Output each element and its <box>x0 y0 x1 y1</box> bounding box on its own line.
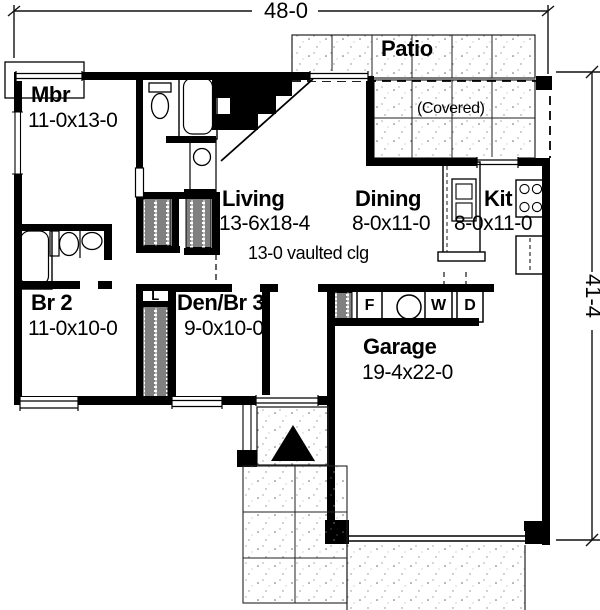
front-door <box>256 395 318 406</box>
fireplace-icon <box>212 78 314 162</box>
washer-label: W <box>430 297 447 314</box>
room-size-kitchen: 8-0x11-0 <box>454 212 533 235</box>
freezer-label: F <box>364 297 375 314</box>
peninsula-counter <box>437 161 486 262</box>
room-label-mbr: Mbr <box>31 82 71 107</box>
patio-tiles <box>291 34 552 159</box>
room-label-br2: Br 2 <box>31 290 73 315</box>
range-icon <box>515 179 546 218</box>
garage-door <box>349 531 525 544</box>
room-label-den: Den/Br 3 <box>177 290 265 315</box>
height-dimension-label: 41-4 <box>581 274 600 319</box>
toilet-icon <box>49 230 80 257</box>
patio-covered-note: (Covered) <box>417 100 485 117</box>
room-size-den: 9-0x10-0 <box>184 317 264 340</box>
linen-closet-label: L <box>151 288 159 303</box>
closet-shelving <box>142 198 353 398</box>
room-size-br2: 11-0x10-0 <box>28 317 118 340</box>
room-size-living: 13-6x18-4 <box>219 212 310 235</box>
counter <box>515 235 546 275</box>
dryer-label: D <box>464 297 476 314</box>
laundry-appliances <box>356 272 484 323</box>
ceiling-note: 13-0 vaulted clg <box>248 243 369 263</box>
entry-area <box>237 404 329 467</box>
patio-post <box>536 76 552 90</box>
toilet-icon <box>148 82 172 120</box>
freezer-box <box>356 290 383 323</box>
driveway <box>346 544 526 610</box>
hall-bath-fixtures <box>16 226 103 290</box>
porch-post <box>237 450 257 467</box>
master-bath-fixtures <box>148 72 218 194</box>
room-label-kitchen: Kit <box>484 186 513 211</box>
walkway <box>242 465 348 604</box>
washer-box <box>424 290 453 323</box>
room-size-garage: 19-4x22-0 <box>362 361 453 384</box>
bay-window <box>4 61 85 99</box>
dryer-box <box>456 290 484 323</box>
bathtub-icon <box>16 226 53 290</box>
dimension-lines <box>7 5 600 547</box>
room-size-mbr: 11-0x13-0 <box>28 109 118 132</box>
water-heater-icon <box>396 294 422 320</box>
interior-walls <box>14 76 494 404</box>
entry-marker-icon <box>271 425 315 461</box>
sink-icon <box>79 227 103 258</box>
mbr-door <box>134 167 145 198</box>
width-dimension-label: 48-0 <box>263 0 309 23</box>
room-label-patio: Patio <box>381 36 433 61</box>
windows <box>4 61 519 411</box>
room-label-dining: Dining <box>355 186 422 211</box>
kitchen-sink-icon <box>451 178 477 222</box>
sink-icon <box>189 138 217 194</box>
room-label-living: Living <box>222 186 285 211</box>
room-size-dining: 8-0x11-0 <box>352 212 431 235</box>
room-label-garage: Garage <box>363 334 437 359</box>
bathtub-icon <box>178 72 218 140</box>
kitchen-fixtures <box>437 161 546 275</box>
